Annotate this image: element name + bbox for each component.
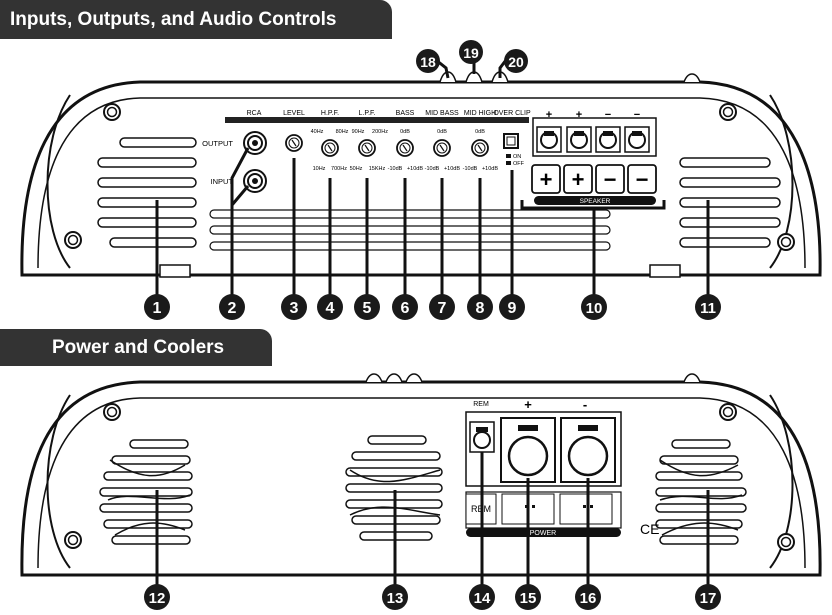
callout-18: 18 — [420, 54, 436, 70]
callout-7: 7 — [438, 300, 447, 317]
screw-icon — [777, 233, 795, 251]
terminal-polarity-3: − — [605, 109, 611, 121]
left-vent — [97, 137, 197, 248]
bass-knob — [396, 139, 414, 157]
callout-19: 19 — [463, 45, 479, 61]
callout-15: 15 — [520, 590, 537, 607]
hpf-knob — [321, 139, 339, 157]
callout-10: 10 — [586, 300, 603, 317]
ce-mark: CE — [640, 521, 659, 537]
lpf-knob — [358, 139, 376, 157]
callout-11: 11 — [700, 300, 716, 317]
mid-bass-knob — [433, 139, 451, 157]
center-cooling-fan — [345, 435, 443, 541]
power-negative-terminal — [560, 417, 616, 483]
callout-8: 8 — [476, 300, 485, 317]
mid-high-low-label: -10dB — [463, 166, 478, 172]
terminal-polarity-4: − — [634, 109, 640, 121]
callout-9: 9 — [508, 300, 517, 317]
over-clip-label: OVER CLIP — [493, 110, 531, 117]
rca-output-jack — [243, 131, 267, 155]
hpf-low-label: 10Hz — [313, 166, 326, 172]
speaker-polarity-2: + — [572, 167, 585, 192]
callout-1: 1 — [153, 300, 162, 317]
off-label: OFF — [513, 161, 525, 167]
screw-icon — [103, 103, 121, 121]
lpf-high-label: 15KHz — [369, 166, 386, 172]
screw-icon — [103, 403, 121, 421]
screw-icon — [64, 531, 82, 549]
mid-high-high-label: +10dB — [482, 166, 498, 172]
rca-input-jack — [243, 169, 267, 193]
level-knob — [285, 134, 303, 152]
bass-center-label: 0dB — [400, 129, 410, 135]
mid-high-knob — [471, 139, 489, 157]
callout-17: 17 — [700, 590, 717, 607]
callout-2: 2 — [228, 300, 237, 317]
on-label: ON — [513, 154, 521, 160]
terminal-polarity-2: + — [576, 109, 582, 121]
terminal-polarity-1: + — [546, 109, 552, 121]
hpf-label: H.P.F. — [321, 110, 339, 117]
section-title-power: Power and Coolers — [0, 329, 272, 366]
mid-bass-high-label: +10dB — [444, 166, 460, 172]
callout-20: 20 — [508, 54, 524, 70]
hpf-min-label: 40Hz — [311, 129, 324, 135]
rem-top-label: REM — [473, 401, 489, 408]
bass-high-label: +10dB — [407, 166, 423, 172]
hpf-high-label: 700Hz — [331, 166, 347, 172]
mid-high-label: MID HIGH — [464, 110, 496, 117]
mid-high-center-label: 0dB — [475, 129, 485, 135]
callout-16: 16 — [580, 590, 597, 607]
power-minus-label: - — [583, 397, 587, 412]
callout-5: 5 — [363, 300, 372, 317]
speaker-polarity-3: − — [604, 167, 617, 192]
right-vent — [679, 157, 781, 248]
rca-label: RCA — [247, 110, 262, 117]
power-label: POWER — [530, 530, 556, 537]
lpf-low-label: 50Hz — [350, 166, 363, 172]
lpf-max-label: 200Hz — [372, 129, 388, 135]
top-leader-lines — [155, 58, 710, 298]
screw-icon — [719, 403, 737, 421]
output-label: OUTPUT — [202, 139, 233, 148]
callout-4: 4 — [326, 300, 335, 317]
speaker-terminals — [536, 126, 650, 153]
power-plus-label: + — [524, 397, 532, 412]
lpf-label: L.P.F. — [359, 110, 376, 117]
mid-bass-low-label: -10dB — [425, 166, 440, 172]
lpf-min-label: 90Hz — [352, 129, 365, 135]
right-cooling-fan — [655, 439, 747, 545]
rem-terminal — [469, 421, 495, 453]
bass-low-label: -10dB — [388, 166, 403, 172]
speaker-polarity-1: + — [540, 167, 553, 192]
screw-icon — [777, 533, 795, 551]
center-vent — [209, 209, 611, 251]
bottom-leader-lines — [155, 452, 710, 588]
level-label: LEVEL — [283, 110, 305, 117]
hpf-max-label: 80Hz — [336, 129, 349, 135]
callout-14: 14 — [474, 590, 491, 607]
bottom-amplifier-body: REM + - REM POWER CE — [20, 373, 822, 577]
callout-3: 3 — [290, 300, 299, 317]
speaker-polarity-4: − — [636, 167, 649, 192]
speaker-label: SPEAKER — [580, 198, 611, 205]
bass-label: BASS — [396, 110, 415, 117]
input-label: INPUT — [211, 177, 234, 186]
screw-icon — [719, 103, 737, 121]
section-title-inputs: Inputs, Outputs, and Audio Controls — [0, 0, 392, 39]
mid-bass-label: MID BASS — [425, 110, 459, 117]
mid-bass-center-label: 0dB — [437, 129, 447, 135]
callout-12: 12 — [149, 590, 166, 607]
callout-6: 6 — [401, 300, 410, 317]
top-amplifier-body: RCA LEVEL H.P.F. L.P.F. BASS MID BASS MI… — [20, 71, 822, 278]
callout-13: 13 — [387, 590, 404, 607]
speaker-polarity-boxes — [531, 164, 657, 194]
top-callouts: 1 2 3 4 5 6 7 8 9 10 11 18 19 20 — [144, 40, 721, 320]
screw-icon — [64, 231, 82, 249]
bottom-callouts: 12 13 14 15 16 17 — [144, 584, 721, 610]
power-positive-terminal — [500, 417, 556, 483]
left-cooling-fan — [99, 439, 193, 545]
